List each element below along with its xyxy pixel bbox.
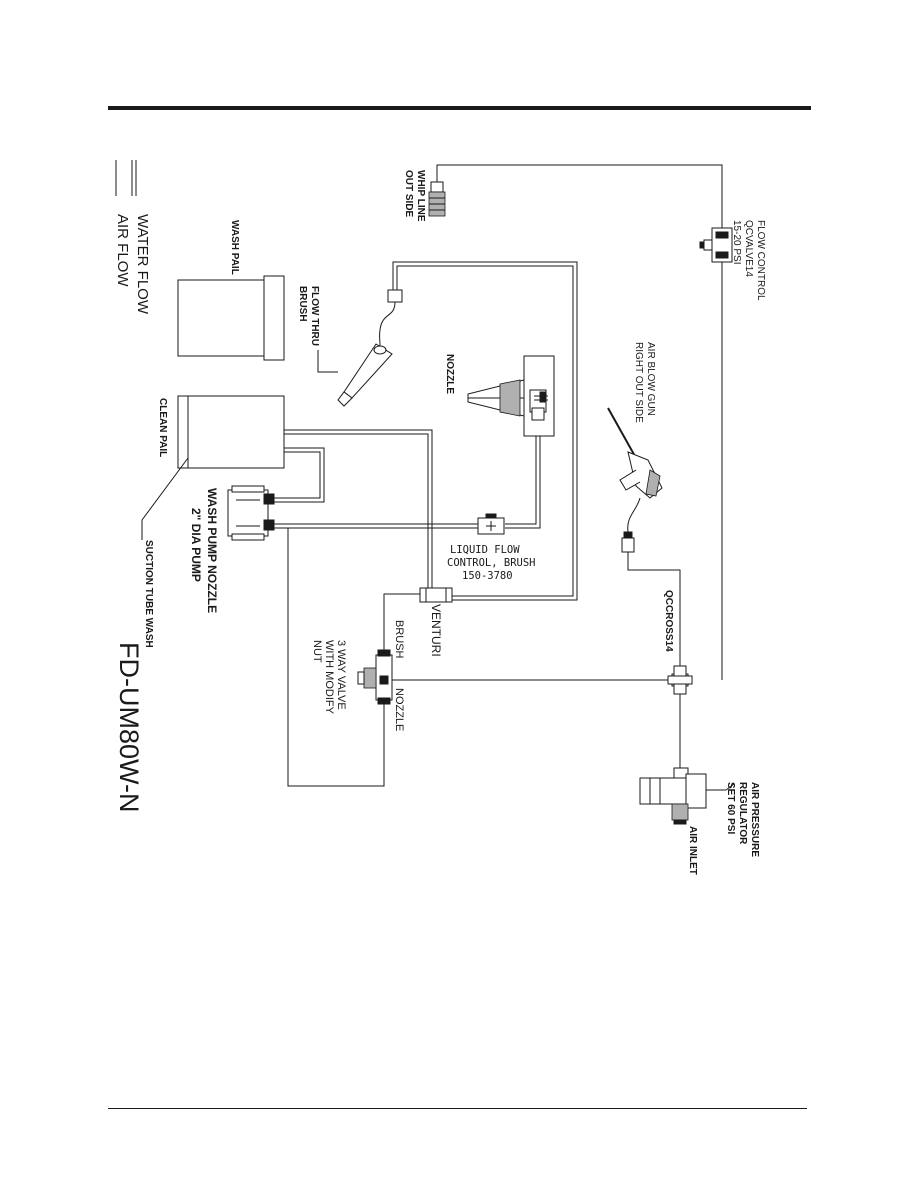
wash-pail-label: WASH PAIL <box>229 220 240 275</box>
suction-tube-label: SUCTION TUBE WASH <box>143 540 154 648</box>
air-inlet-label: AIR INLET <box>687 826 698 875</box>
wash-pump-label-1: WASH PUMP NOZZLE <box>205 488 219 613</box>
regulator-leader <box>706 783 735 791</box>
air-blow-gun <box>607 407 663 553</box>
whip-line-label-1: WHIP LINE <box>415 170 426 222</box>
legend-lines <box>115 160 137 196</box>
air-pressure-regulator-label-2: REGULATOR <box>737 782 748 845</box>
flow-control-valve <box>699 227 733 263</box>
wash-pump-label-2: 2" DIA PUMP <box>189 508 203 582</box>
flow-thru-brush <box>337 289 403 407</box>
legend-water-flow: WATER FLOW <box>134 214 151 315</box>
liquid-flow-control-label-3: 150-3780 <box>462 570 513 582</box>
flow-control-label-2: QCVALVE14 <box>743 220 754 277</box>
whip-line-label-2: OUT SIDE <box>403 170 414 218</box>
nozzle-bottom-label: NOZZLE <box>393 688 405 731</box>
wash-pail <box>177 275 285 361</box>
brush-leader <box>317 350 338 373</box>
air-blow-gun-label-2: RIGHT OUT SIDE <box>633 342 644 423</box>
air-pressure-regulator <box>639 767 707 825</box>
flow-control-label-1: FLOW CONTROL <box>755 220 766 301</box>
liquid-flow-control-label-1: LIQUID FLOW <box>450 544 520 556</box>
liquid-flow-control <box>477 513 505 535</box>
air-pressure-regulator-label-3: SET 60 PSI <box>725 782 736 834</box>
three-way-valve-label-1: 3 WAY VALVE <box>335 640 347 710</box>
air-lines <box>384 164 723 768</box>
whip-line-fitting <box>428 181 446 217</box>
brush-label: BRUSH <box>393 620 405 659</box>
clean-pail <box>177 395 285 469</box>
liquid-flow-control-label-2: CONTROL, BRUSH <box>447 557 536 569</box>
flow-control-label-3: 15-20 PSI <box>731 220 742 264</box>
qccross <box>667 665 693 695</box>
three-way-valve <box>357 649 393 705</box>
venturi-label: VENTURI <box>429 604 443 657</box>
venturi <box>419 587 453 603</box>
three-way-valve-label-2: WITH MODIFY <box>323 640 335 715</box>
top-rule <box>108 106 811 110</box>
nozzle-assembly <box>467 355 555 437</box>
legend-air-flow: AIR FLOW <box>114 214 131 287</box>
air-blow-gun-label-1: AIR BLOW GUN <box>645 342 656 416</box>
flow-thru-brush-label-1: FLOW THRU <box>309 286 320 346</box>
qccross-label: QCCROSS14 <box>663 590 674 652</box>
bottom-rule <box>108 1108 807 1109</box>
model-number: FD-UM80W-N <box>114 642 144 813</box>
wash-pump <box>227 485 275 541</box>
flow-thru-brush-label-2: BRUSH <box>297 286 308 322</box>
nozzle-top-label: NOZZLE <box>444 354 455 394</box>
clean-pail-label: CLEAN PAIL <box>157 398 168 457</box>
air-pressure-regulator-label-1: AIR PRESSURE <box>749 782 760 857</box>
suction-leader <box>141 457 189 540</box>
three-way-valve-label-3: NUT <box>311 640 323 663</box>
